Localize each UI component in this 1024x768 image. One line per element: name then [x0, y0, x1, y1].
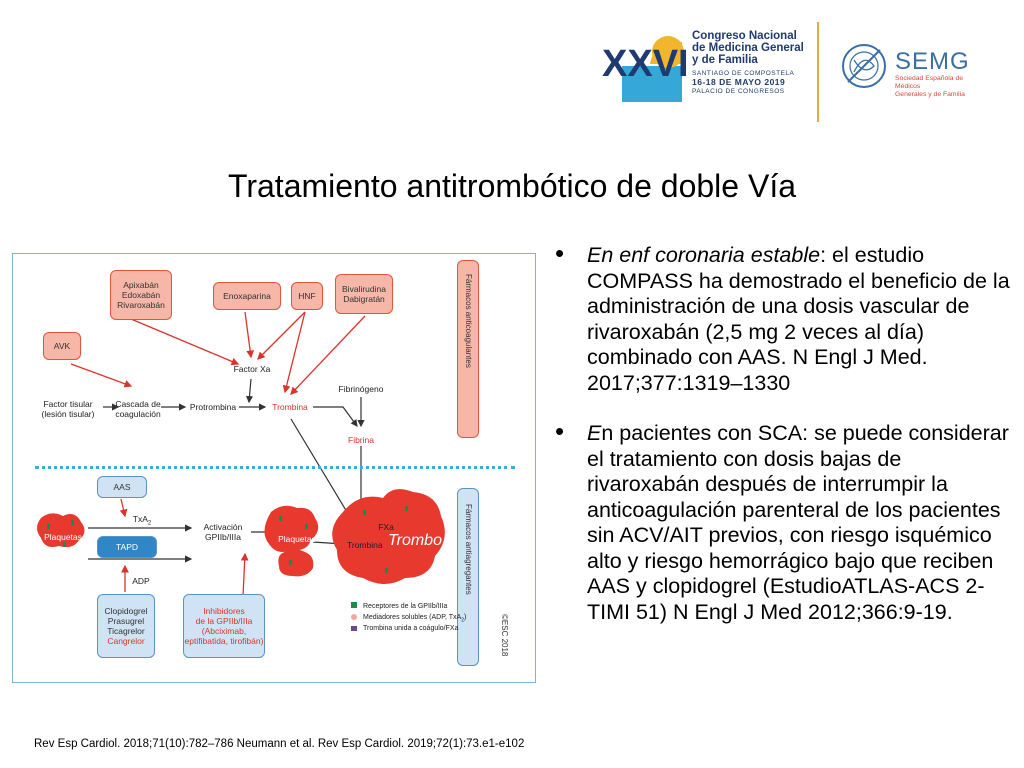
logo-separator	[817, 22, 819, 122]
congress-roman-number: XXVI	[602, 43, 689, 85]
enoxaparin-box: Enoxaparina	[213, 282, 281, 310]
bullet-1-italic: En enf coronaria estable	[587, 243, 820, 267]
drug-bivalirudina: Bivalirudina	[342, 284, 386, 294]
semg-emblem-icon	[840, 42, 888, 90]
activacion-label: Activación GPIIb/IIIa	[195, 522, 251, 542]
congress-name-line-1: Congreso Nacional	[692, 30, 804, 42]
xa-inhibitors-box: Apixabán Edoxabán Rivaroxabán	[110, 270, 172, 320]
trombina-label-thrombus: Trombina	[347, 540, 377, 550]
drug-apixaban: Apixabán	[117, 280, 165, 290]
protrombina-label: Protrombina	[185, 402, 241, 412]
direct-thrombin-inhibitors-box: Bivalirudina Dabigratán	[335, 274, 393, 314]
drug-enoxaparina: Enoxaparina	[223, 291, 271, 301]
reference-footer: Rev Esp Cardiol. 2018;71(10):782–786 Neu…	[34, 738, 524, 750]
factor-xa-label: Factor Xa	[227, 364, 277, 374]
drug-dabigratan: Dabigratán	[342, 294, 386, 304]
semg-subtitle-line-2: Generales y de Familia	[895, 91, 980, 99]
semg-title: SEMG	[895, 48, 970, 76]
gp2b3a-inhibitors-box: Inhibidores de la GPIIb/IIIa (Abciximab,…	[183, 594, 265, 658]
esc-copyright: ©ESC 2018	[500, 614, 509, 656]
trombina-label: Trombina	[265, 402, 315, 412]
drug-prasugrel: Prasugrel	[105, 616, 148, 626]
bullet-compass: • En enf coronaria estable: el estudio C…	[555, 243, 1010, 396]
factor-tisular-label: Factor tisular (lesión tisular)	[35, 399, 101, 419]
hnf-box: HNF	[291, 282, 323, 310]
drug-aas: AAS	[113, 482, 130, 492]
tapd-label: TAPD	[116, 542, 138, 552]
antithrombotic-diagram: Apixabán Edoxabán Rivaroxabán Enoxaparin…	[12, 253, 536, 683]
congress-name-line-3: y de Familia	[692, 54, 804, 66]
txa2-label: TxA2	[131, 514, 153, 529]
adp-label: ADP	[129, 576, 153, 586]
congress-details: SANTIAGO DE COMPOSTELA 16-18 DE MAYO 201…	[692, 70, 794, 96]
legend-receptors: Receptores de la GPIIb/IIIa	[363, 602, 453, 612]
trombo-label: Trombo	[385, 532, 445, 550]
bullet-dot-icon: •	[555, 419, 564, 445]
bullet-atlas: • En pacientes con SCA: se puede conside…	[555, 421, 1010, 625]
drug-edoxaban: Edoxabán	[117, 290, 165, 300]
p2y12-inhibitors-box: Clopidogrel Prasugrel Ticagrelor Cangrel…	[97, 594, 155, 658]
aas-box: AAS	[97, 476, 147, 498]
legend-thrombin: Trombina unida a coágulo/FXa	[363, 624, 463, 634]
drug-avk: AVK	[54, 341, 70, 351]
bullet-list: • En enf coronaria estable: el estudio C…	[555, 243, 1010, 650]
plaquetas-label-lower: Plaquetas	[283, 574, 327, 584]
bullet-2-italic: E	[587, 421, 601, 445]
congress-name: Congreso Nacional de Medicina General y …	[692, 30, 804, 66]
fxa-label: FXa	[371, 522, 401, 532]
drug-ticagrelor: Ticagrelor	[105, 626, 148, 636]
congress-venue: PALACIO DE CONGRESOS	[692, 88, 794, 96]
antiplatelet-label: Fármacos antiagregantes	[464, 504, 473, 595]
congress-emblem-icon: XXVI	[600, 22, 692, 102]
tapd-box: TAPD	[97, 536, 157, 558]
bullet-dot-icon: •	[555, 241, 564, 267]
header-logos: XXVI Congreso Nacional de Medicina Gener…	[600, 22, 980, 127]
avk-box: AVK	[43, 332, 81, 360]
drug-rivaroxaban: Rivaroxabán	[117, 300, 165, 310]
drug-clopidogrel: Clopidogrel	[105, 606, 148, 616]
fibrina-label: Fibrina	[341, 435, 381, 445]
plaquetas-label-middle: Plaquetas	[275, 534, 319, 544]
semg-subtitle: Sociedad Española de Médicos Generales y…	[895, 75, 980, 99]
anticoagulants-label: Fármacos anticoagulantes	[464, 274, 473, 368]
slide-title: Tratamiento antitrombótico de doble Vía	[0, 168, 1024, 205]
bullet-2-text: n pacientes con SCA: se puede considerar…	[587, 421, 1009, 624]
fibrinogeno-label: Fibrinógeno	[333, 384, 389, 394]
platelet-cluster-left	[37, 513, 85, 547]
drug-hnf: HNF	[298, 291, 315, 301]
congress-dates: 16-18 DE MAYO 2019	[692, 77, 785, 87]
plaquetas-label-left: Plaquetas	[41, 532, 85, 542]
congress-name-line-2: de Medicina General	[692, 42, 804, 54]
drug-cangrelor: Cangrelor	[105, 636, 148, 646]
semg-subtitle-line-1: Sociedad Española de Médicos	[895, 75, 980, 91]
congress-logo: XXVI Congreso Nacional de Medicina Gener…	[600, 22, 810, 102]
divider-dotted-line	[35, 466, 515, 469]
cascada-label: Cascada de coagulación	[113, 399, 163, 419]
